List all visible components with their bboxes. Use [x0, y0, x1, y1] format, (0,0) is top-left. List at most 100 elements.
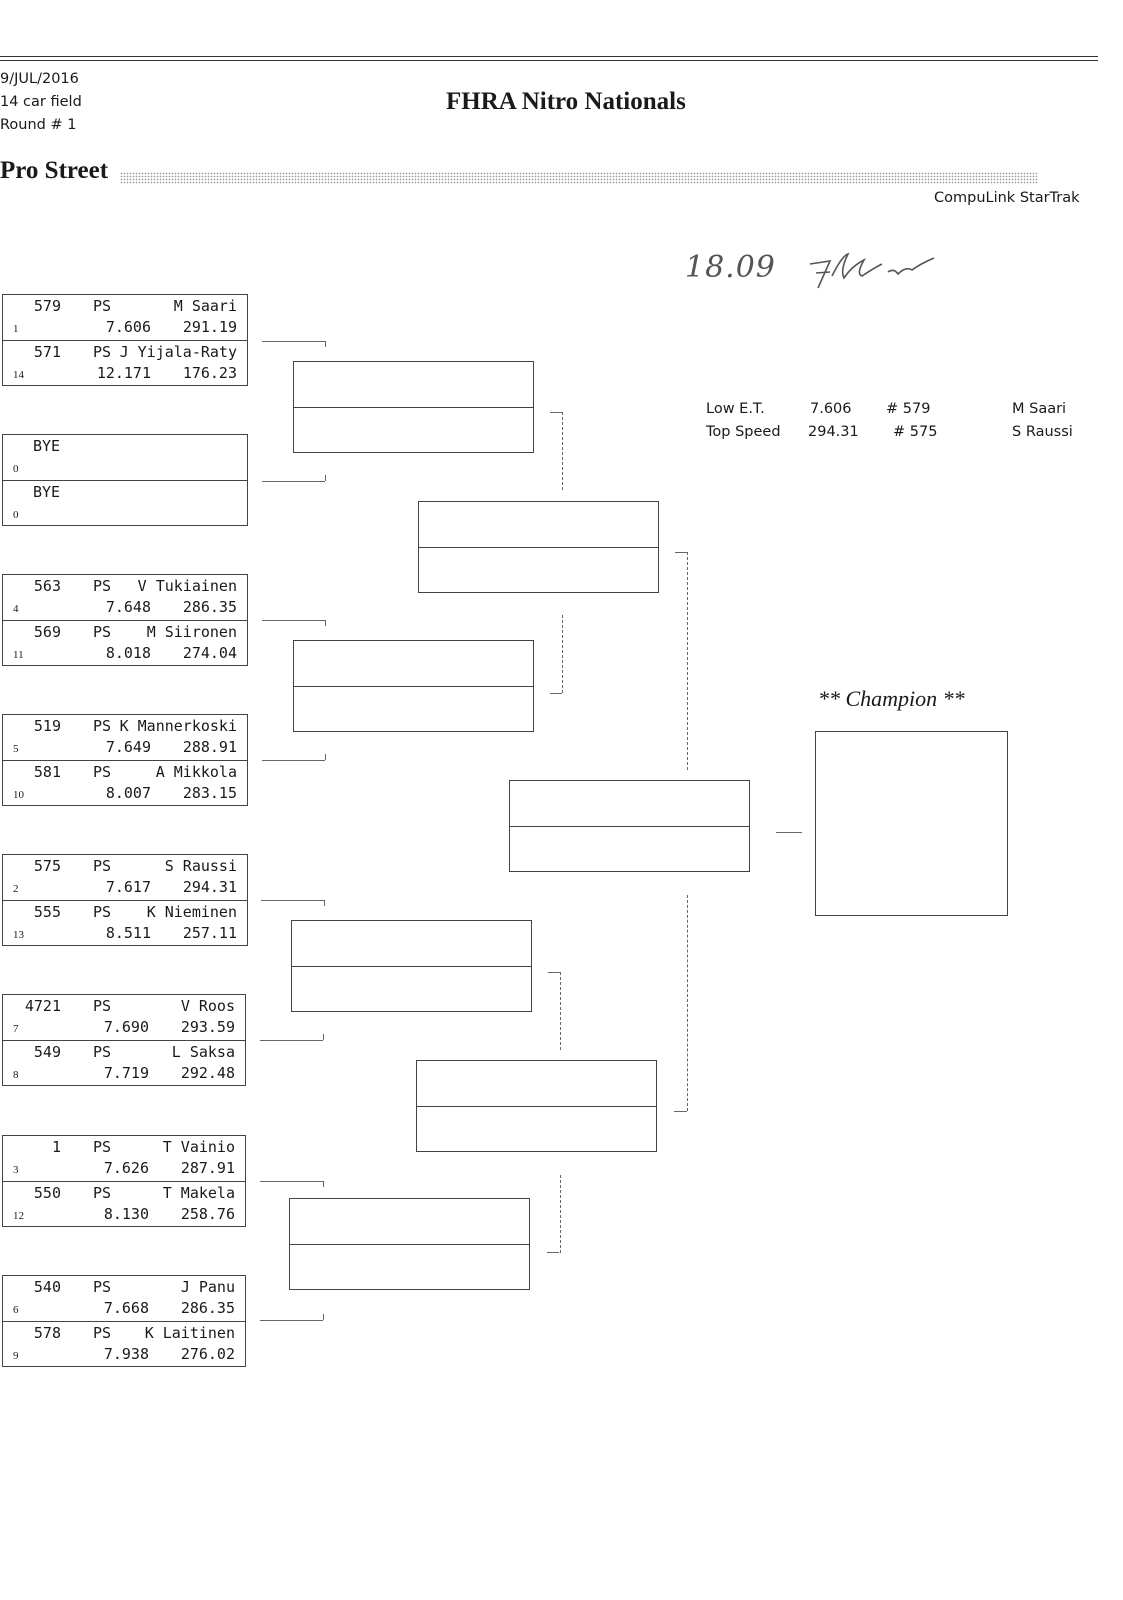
signature-icon — [809, 252, 935, 289]
driver-name: M Saari — [173, 297, 237, 315]
seed-number: 8 — [13, 1069, 19, 1081]
seed-number: 3 — [13, 1164, 19, 1176]
event-date: 9/JUL/2016 — [0, 71, 79, 87]
connector — [262, 481, 325, 482]
elapsed-time: 7.606 — [105, 318, 151, 336]
car-number: 578 — [33, 1324, 61, 1342]
driver-name: K Laitinen — [144, 1324, 235, 1342]
vendor-label: CompuLink StarTrak — [934, 190, 1080, 206]
car-number: 550 — [33, 1184, 61, 1202]
title-dotted-fill — [120, 172, 1038, 184]
connector-dashed — [687, 895, 688, 1111]
round2-slot-3 — [291, 920, 532, 1012]
connector — [318, 754, 326, 760]
round-number: Round # 1 — [0, 117, 77, 133]
top-speed-driver: S Raussi — [1012, 424, 1073, 440]
car-number: 4721 — [24, 997, 61, 1015]
trap-speed: 176.23 — [182, 364, 237, 382]
top-speed-label: Top Speed — [706, 424, 781, 440]
car-number: 569 — [33, 623, 61, 641]
low-et-driver: M Saari — [1012, 401, 1067, 417]
low-et-label: Low E.T. — [706, 401, 765, 417]
class-code: PS — [93, 297, 112, 315]
class-code: PS — [93, 763, 112, 781]
connector — [262, 620, 325, 621]
driver-name: V Roos — [180, 997, 235, 1015]
class-code: PS — [93, 857, 112, 875]
driver-name: K Nieminen — [146, 903, 237, 921]
seed-number: 10 — [13, 789, 24, 801]
trap-speed: 286.35 — [180, 1299, 235, 1317]
driver-name: L Saksa — [171, 1043, 235, 1061]
elapsed-time: 7.938 — [103, 1345, 149, 1363]
car-number: 571 — [33, 343, 61, 361]
elapsed-time: 8.007 — [105, 784, 151, 802]
trap-speed: 292.48 — [180, 1064, 235, 1082]
connector — [550, 693, 562, 694]
bye-label: BYE — [33, 483, 61, 501]
elapsed-time: 7.626 — [103, 1159, 149, 1177]
connector-dashed — [560, 972, 561, 1050]
seed-number: 14 — [13, 369, 24, 381]
seed-number: 4 — [13, 603, 19, 615]
driver-name: S Raussi — [164, 857, 237, 875]
elapsed-time: 7.719 — [103, 1064, 149, 1082]
seed-number: 2 — [13, 883, 19, 895]
champion-label: ** Champion ** — [818, 686, 965, 711]
elapsed-time: 7.690 — [103, 1018, 149, 1036]
driver-name: J Yijala-Raty — [119, 343, 237, 361]
seed-number: 6 — [13, 1304, 19, 1316]
round2-slot-1 — [293, 361, 534, 453]
connector — [318, 341, 326, 347]
class-code: PS — [93, 623, 112, 641]
bye-label: BYE — [33, 437, 61, 455]
connector — [260, 1040, 323, 1041]
connector — [318, 475, 326, 481]
connector — [318, 620, 326, 626]
class-code: PS — [93, 903, 112, 921]
car-number: 549 — [33, 1043, 61, 1061]
connector — [260, 1181, 323, 1182]
connector — [260, 1320, 323, 1321]
connector — [316, 1314, 324, 1320]
connector — [547, 1252, 559, 1253]
car-number: 555 — [33, 903, 61, 921]
elapsed-time: 7.668 — [103, 1299, 149, 1317]
header-rule-top — [0, 56, 1098, 57]
car-number: 563 — [33, 577, 61, 595]
semifinal-slot-2 — [416, 1060, 657, 1152]
seed-number: 9 — [13, 1350, 19, 1362]
connector-dashed — [562, 615, 563, 693]
low-et-car: # 579 — [886, 401, 931, 417]
class-code: PS — [93, 1138, 112, 1156]
semifinal-slot-1 — [418, 501, 659, 593]
connector — [674, 1111, 687, 1112]
class-title: Pro Street — [0, 157, 109, 184]
driver-name: M Siironen — [146, 623, 237, 641]
elapsed-time: 8.130 — [103, 1205, 149, 1223]
handwritten-note: 18.09 — [685, 250, 776, 285]
event-title: FHRA Nitro Nationals — [446, 88, 686, 115]
elapsed-time: 7.617 — [105, 878, 151, 896]
elapsed-time: 8.511 — [105, 924, 151, 942]
class-code: PS — [93, 1184, 112, 1202]
connector — [675, 552, 687, 553]
elapsed-time: 12.171 — [96, 364, 151, 382]
driver-name: T Vainio — [162, 1138, 235, 1156]
trap-speed: 286.35 — [182, 598, 237, 616]
car-number: 540 — [33, 1278, 61, 1296]
